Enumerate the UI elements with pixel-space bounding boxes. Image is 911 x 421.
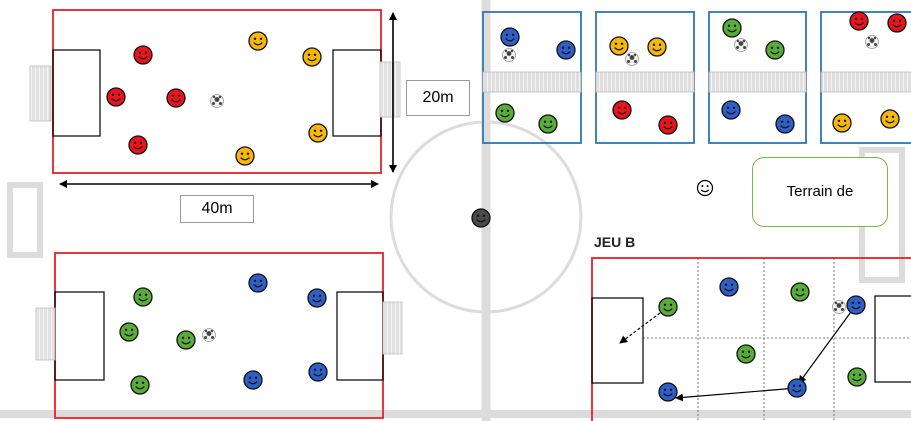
smiley-face-icon xyxy=(495,103,515,123)
smiley-face-icon xyxy=(849,11,869,31)
players-layer xyxy=(106,11,907,402)
smiley-face-icon xyxy=(556,40,576,60)
smiley-face-icon xyxy=(765,40,785,60)
smiley-face-icon xyxy=(130,375,150,395)
soccer-ball-icon xyxy=(865,35,879,49)
smiley-face-icon xyxy=(887,13,907,33)
smiley-face-icon xyxy=(719,277,739,297)
smiley-face-icon xyxy=(790,282,810,302)
smiley-face-icon xyxy=(128,135,148,155)
smiley-face-icon xyxy=(119,322,139,342)
game-b-title: JEU B xyxy=(594,234,636,250)
smiley-face-icon xyxy=(133,45,153,65)
height-measure-label: 20m xyxy=(406,80,470,116)
smiley-face-icon xyxy=(736,344,756,364)
smiley-face-icon xyxy=(133,287,153,307)
smiley-face-icon xyxy=(612,100,632,120)
smiley-face-icon xyxy=(471,208,491,228)
soccer-ball-icon xyxy=(210,94,224,108)
smiley-face-icon xyxy=(248,31,268,51)
goal-net-icon xyxy=(35,307,56,361)
smiley-face-icon xyxy=(176,330,196,350)
smiley-face-icon xyxy=(302,47,322,67)
smiley-face-icon xyxy=(832,113,852,133)
soccer-ball-icon xyxy=(202,328,216,342)
smiley-face-icon xyxy=(658,115,678,135)
goal-net-icon xyxy=(482,71,582,93)
field-top-left xyxy=(29,9,401,174)
soccer-ball-icon xyxy=(625,52,639,66)
smiley-face-icon xyxy=(308,362,328,382)
soccer-ball-icon xyxy=(832,300,846,314)
smiley-face-icon xyxy=(609,36,629,56)
goal-net-icon xyxy=(29,65,52,122)
smiley-face-icon xyxy=(647,37,667,57)
field-game-b xyxy=(591,257,911,421)
goal-net-icon xyxy=(820,71,911,93)
goal-net-icon xyxy=(382,301,403,355)
smiley-face-icon xyxy=(308,123,328,143)
field-bottom-left xyxy=(35,252,403,419)
goal-net-icon xyxy=(708,71,807,93)
goal-net-icon xyxy=(595,71,695,93)
horizontal-goal-nets xyxy=(482,71,911,93)
note-box: Terrain de xyxy=(752,157,888,227)
smiley-face-icon xyxy=(721,100,741,120)
balls-layer xyxy=(202,35,879,342)
smiley-face-icon xyxy=(243,370,263,390)
outline-smiley-icon xyxy=(696,179,714,197)
double-arrow-icon xyxy=(59,12,397,188)
smiley-face-icon xyxy=(235,146,255,166)
smiley-face-icon xyxy=(847,367,867,387)
smiley-face-icon xyxy=(166,88,186,108)
smiley-face-icon xyxy=(787,378,807,398)
smiley-face-icon xyxy=(658,382,678,402)
smiley-face-icon xyxy=(307,288,327,308)
smiley-face-icon xyxy=(500,27,520,47)
smiley-face-icon xyxy=(248,273,268,293)
soccer-ball-icon xyxy=(734,38,748,52)
smiley-face-icon xyxy=(775,114,795,134)
smiley-face-icon xyxy=(538,114,558,134)
smiley-face-icon xyxy=(658,297,678,317)
goal-net-icon xyxy=(379,61,401,118)
smiley-face-icon xyxy=(846,295,866,315)
smiley-face-icon xyxy=(880,109,900,129)
smiley-face-icon xyxy=(722,18,742,38)
soccer-ball-icon xyxy=(502,48,516,62)
width-measure-label: 40m xyxy=(180,195,254,223)
smiley-face-icon xyxy=(106,87,126,107)
